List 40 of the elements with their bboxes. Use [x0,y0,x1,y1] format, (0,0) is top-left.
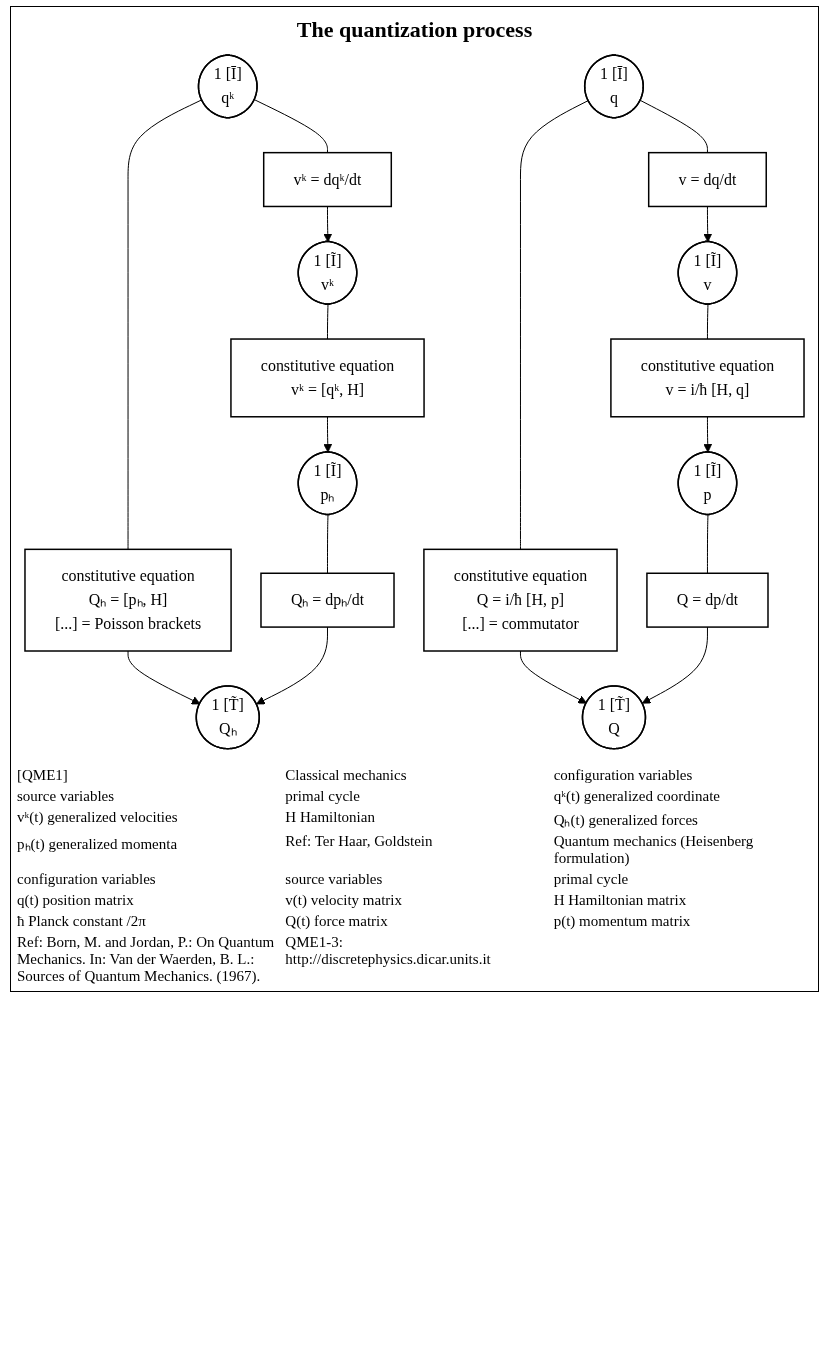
note-text: vᵏ(t) generalized velocities [17,808,179,827]
node-box: constitutive equation Qₕ = [pₕ, H] [...] = Poisson brackets [24,548,232,652]
connector [254,99,328,154]
note-text: pₕ(t) generalized momenta [17,834,179,854]
connector [706,514,709,574]
note-text: H Hamiltonian [285,808,376,827]
node-box: v = dq/dt [647,151,767,208]
note-text: Q(t) force matrix [285,912,389,930]
note-text: q(t) position matrix [17,891,135,909]
note-text: Ref: Born, M. and Jordan, P.: On Quantum Mechanics. In: Van der Waerden, B. L.: Sources of Quantum Mechanics. (1967). [17,933,276,985]
note-text: source variables [17,787,116,805]
note-text: QME1-3: http://discretephysics.dicar.units.it [285,933,492,969]
node-box: Qₕ = dpₕ/dt [260,572,395,628]
connector [706,304,709,340]
note-text: source variables [285,870,384,888]
note-text: primal cycle [285,787,361,805]
note-text: ħ Planck constant /2π [17,912,147,930]
node-box: constitutive equation v = i/ħ [H, q] [610,338,805,418]
node-box: Q = dp/dt [646,572,769,628]
connector [327,514,329,574]
node-box: vᵏ = dqᵏ/dt [262,151,393,208]
connector [327,304,329,340]
note-text: primal cycle [553,870,630,888]
node-box: constitutive equation vᵏ = [qᵏ, H] [230,338,425,418]
connector [640,100,708,154]
note-text: configuration variables [17,870,157,888]
note-text: Classical mechanics [285,766,408,784]
note-text: qᵏ(t) generalized coordinate [553,787,721,805]
node-box: constitutive equation Q = i/ħ [H, p] [...] = commutator [423,548,618,652]
note-text: Ref: Ter Haar, Goldstein [285,832,434,851]
note-text: p(t) momentum matrix [553,912,692,930]
connector [519,100,589,550]
note-text: v(t) velocity matrix [285,891,403,909]
note-text: Quantum mechanics (Heisenberg formulation) [553,832,755,867]
note-text: [QME1] [17,766,69,784]
diagram-title: The quantization process [295,17,534,43]
note-text: configuration variables [553,766,694,784]
note-text: Qₕ(t) generalized forces [553,810,699,829]
note-text: H Hamiltonian matrix [553,891,688,909]
connector [127,99,203,550]
